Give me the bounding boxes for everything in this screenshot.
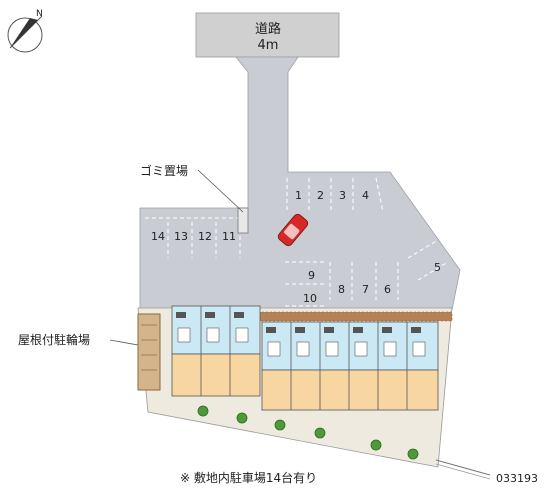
parking-lines: [145, 177, 449, 307]
reference-number: 033193: [496, 472, 538, 485]
slot-13: 13: [174, 230, 188, 243]
slot-10: 10: [303, 292, 317, 305]
trash-leader-line: [197, 169, 244, 213]
slot-12: 12: [198, 230, 212, 243]
building-right: [261, 321, 439, 411]
slot-9: 9: [308, 269, 315, 282]
road-name-label: 道路: [255, 21, 281, 37]
compass-north-label: N: [36, 9, 43, 19]
boundary-line: [435, 459, 491, 476]
slot-4: 4: [362, 189, 369, 202]
parking-lot: [139, 56, 461, 311]
hedge-strip: [258, 312, 452, 321]
trash-area: [237, 207, 249, 234]
compass-icon: N: [7, 9, 43, 53]
slot-6: 6: [384, 283, 391, 296]
slot-2: 2: [317, 189, 324, 202]
bicycle-parking-label: 屋根付駐輪場: [18, 332, 90, 347]
car-icon: [277, 213, 309, 247]
slot-14: 14: [151, 230, 165, 243]
road-width-label: 4m: [258, 38, 279, 53]
trash-label: ゴミ置場: [140, 163, 188, 178]
slot-11: 11: [222, 230, 236, 243]
building-left: [171, 305, 261, 397]
bicycle-parking: [137, 313, 161, 391]
slot-3: 3: [339, 189, 346, 202]
slot-7: 7: [362, 283, 369, 296]
slot-8: 8: [338, 283, 345, 296]
parking-note: ※ 敷地内駐車場14台有り: [180, 470, 317, 485]
slot-1: 1: [295, 189, 302, 202]
bicycle-leader-line: [109, 339, 139, 346]
tree-icons: [197, 405, 419, 460]
slot-5: 5: [434, 261, 441, 274]
